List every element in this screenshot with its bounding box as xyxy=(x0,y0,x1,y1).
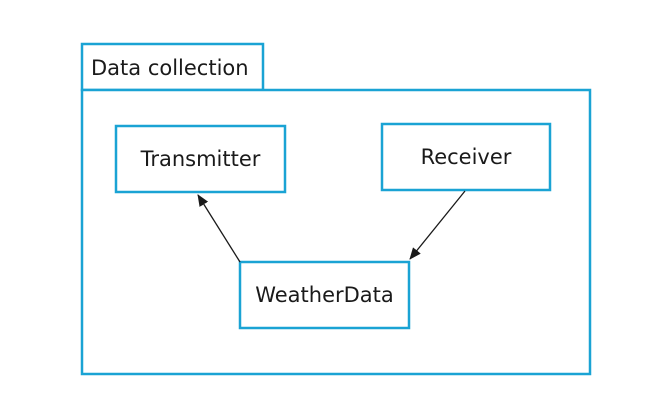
class-receiver-label: Receiver xyxy=(421,145,512,169)
class-transmitter: Transmitter xyxy=(114,124,287,194)
arrow-receiver-to-weatherdata xyxy=(409,190,466,260)
class-weatherdata: WeatherData xyxy=(238,260,411,330)
class-transmitter-label: Transmitter xyxy=(140,147,261,171)
package-tab: Data collection xyxy=(80,42,265,92)
arrow-weatherdata-to-transmitter xyxy=(197,194,241,263)
package-label: Data collection xyxy=(91,56,249,80)
class-weatherdata-label: WeatherData xyxy=(255,283,394,307)
class-receiver: Receiver xyxy=(380,122,552,192)
